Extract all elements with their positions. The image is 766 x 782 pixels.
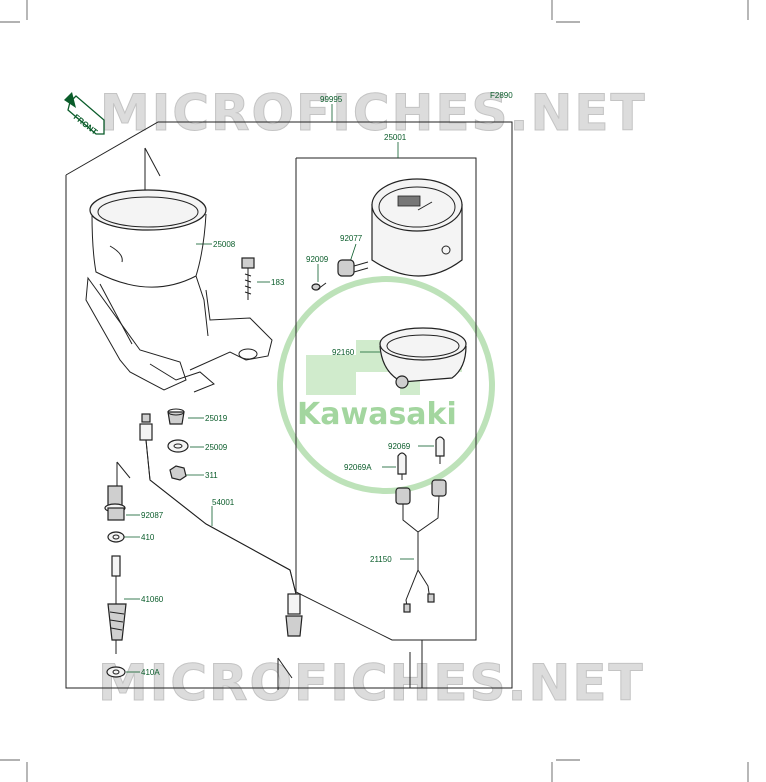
grommet-25019: [167, 408, 185, 425]
kawasaki-logo: Kawasaki: [277, 276, 495, 494]
bolt-183: [241, 257, 255, 300]
washer-25009: [167, 439, 189, 453]
crop-marks: [0, 0, 749, 782]
outer-frame: [65, 121, 513, 689]
nut-311: [169, 465, 187, 481]
label-92077: 92077: [340, 234, 363, 243]
bezel-ring-92160: [379, 327, 467, 389]
meter-cup-bracket: [85, 189, 273, 393]
label-92087: 92087: [141, 511, 164, 520]
label-25019: 25019: [205, 414, 228, 423]
label-21150: 21150: [370, 555, 392, 564]
part-labels: 99995 25001 25008 183 92077 92009 92160 …: [141, 95, 411, 677]
washer-410a: [106, 666, 126, 678]
label-41060: 41060: [141, 595, 164, 604]
washer-410: [107, 531, 125, 543]
label-92160: 92160: [332, 348, 355, 357]
kawasaki-logo-text: Kawasaki: [297, 397, 457, 432]
label-183: 183: [271, 278, 285, 287]
bulb-92069a: [397, 452, 407, 480]
watermark-top: MICROFICHES.NET: [100, 84, 647, 142]
label-92069a: 92069A: [344, 463, 372, 472]
label-25009: 25009: [205, 443, 228, 452]
gear-housing-92087: [104, 485, 126, 521]
screw-92009: [311, 282, 327, 291]
assembly-arrows: [116, 147, 423, 690]
knob-92077: [337, 259, 369, 277]
socket-harness-21150: [395, 479, 447, 613]
meter-frame: [295, 157, 477, 641]
label-92009: 92009: [306, 255, 329, 264]
label-92069: 92069: [388, 442, 411, 451]
watermark-bottom: MICROFICHES.NET: [98, 654, 645, 712]
label-25008: 25008: [213, 240, 236, 249]
pinion-gear-41060: [107, 555, 127, 654]
figure-code: F2890: [490, 91, 513, 100]
label-311: 311: [205, 471, 218, 480]
label-410: 410: [141, 533, 155, 542]
label-54001: 54001: [212, 498, 235, 507]
bulb-92069: [435, 436, 445, 464]
speedometer: [371, 178, 463, 277]
leader-lines: [122, 104, 434, 673]
front-arrow-icon: FRONT: [64, 92, 105, 137]
label-25001: 25001: [384, 133, 407, 142]
label-99995: 99995: [320, 95, 343, 104]
cable-54001: [139, 413, 303, 637]
label-410a: 410A: [141, 668, 160, 677]
